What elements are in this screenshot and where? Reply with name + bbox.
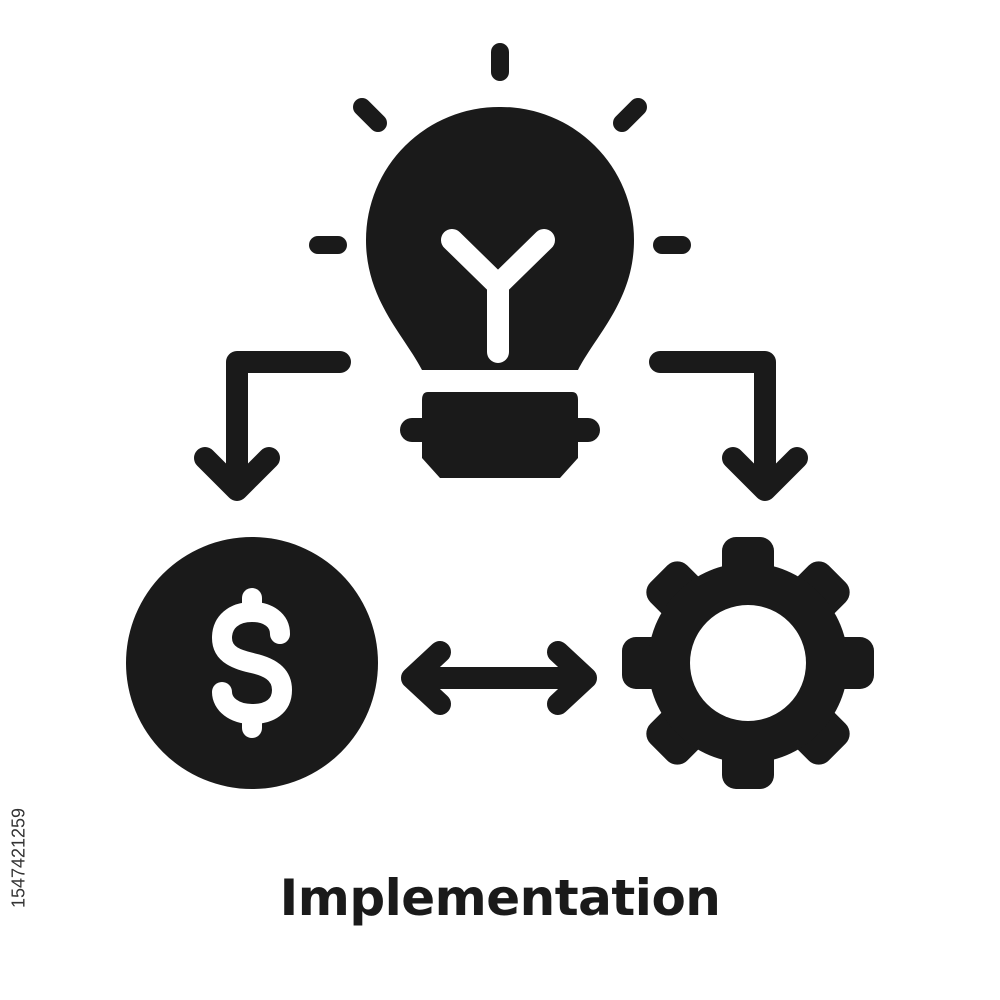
filament-icon [441, 229, 555, 363]
gear-hole-icon [690, 605, 806, 721]
dollar-sign-icon [212, 588, 292, 738]
stock-image-id-text: 1547421259 [8, 807, 29, 909]
elbow-arrow-right-icon [649, 351, 808, 501]
gear-icon [622, 537, 874, 789]
diagram-caption: Implementation [279, 869, 721, 927]
light-rays-icon [309, 43, 691, 254]
elbow-arrow-left-icon [194, 351, 351, 501]
stock-image-id: 1547421259 [4, 758, 34, 958]
double-headed-arrow-icon [401, 641, 597, 715]
dollar-coin-icon [126, 537, 378, 789]
lightbulb-icon [366, 106, 634, 478]
